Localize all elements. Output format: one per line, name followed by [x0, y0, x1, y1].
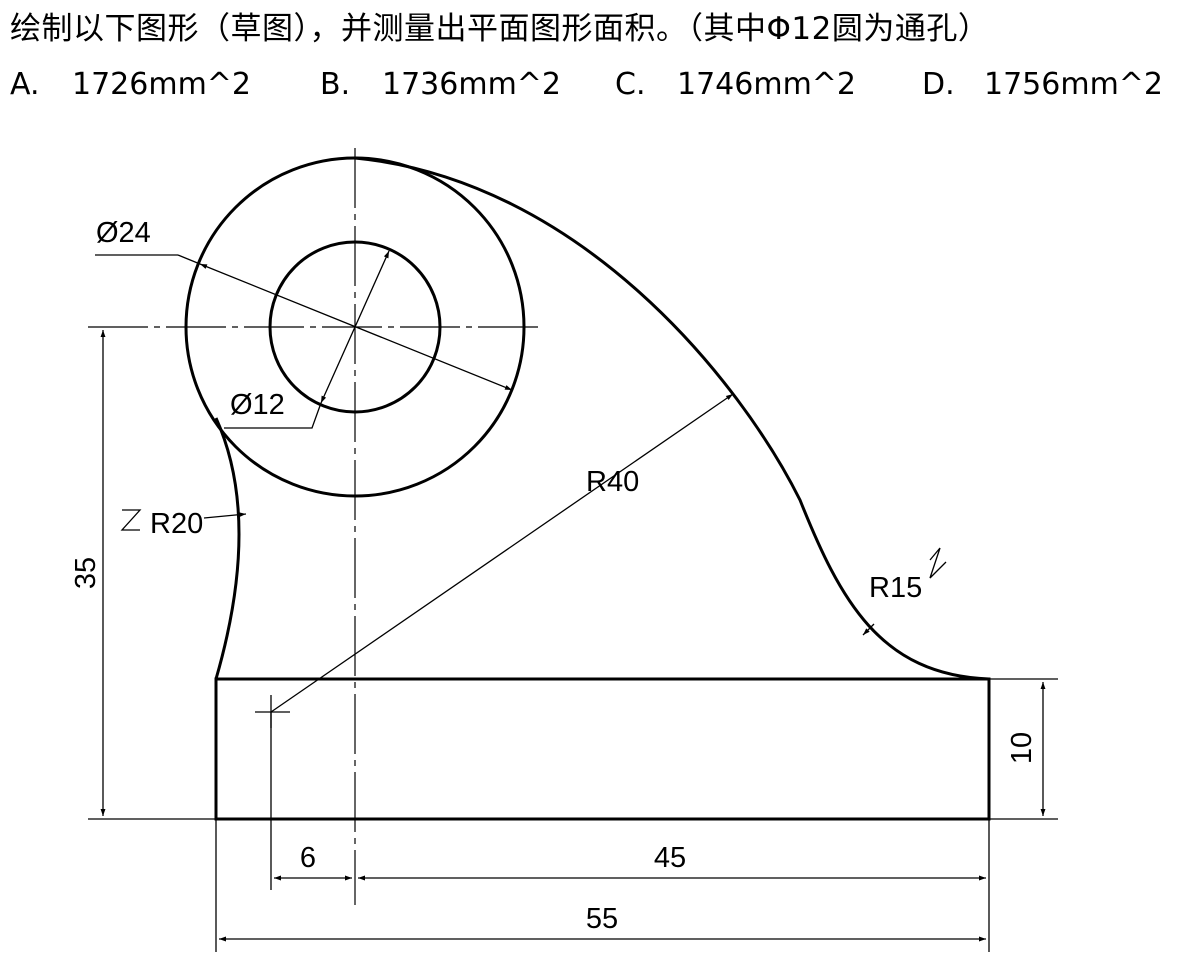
- dimension-labels: Ø24 Ø12 R20 R40 R15 35 10 6 45 55: [70, 217, 1038, 935]
- dimension-lines: [95, 250, 1046, 942]
- dim-inner-diameter-leader: [224, 402, 322, 429]
- option-a-value: 1726mm^2: [72, 67, 252, 102]
- dim-r40-line: [270, 393, 734, 713]
- dim-r15-line: [862, 623, 875, 636]
- option-b-letter: B.: [320, 67, 351, 102]
- option-a[interactable]: A. 1726mm^2: [10, 62, 251, 108]
- left-r20-arc: [214, 417, 241, 680]
- label-radius-large: R40: [586, 466, 639, 498]
- base-rectangle: [214, 677, 991, 821]
- dim-r20-line: [203, 512, 247, 519]
- label-radius-fillet: R15: [869, 572, 922, 604]
- label-base-height: 10: [1006, 732, 1038, 764]
- label-center-to-right: 45: [654, 842, 686, 874]
- dim-inner-diameter-line: [320, 250, 390, 404]
- option-c[interactable]: C. 1746mm^2: [615, 62, 856, 108]
- right-r40-curve: [354, 156, 990, 681]
- extension-lines: [88, 678, 1058, 952]
- option-c-value: 1746mm^2: [677, 67, 857, 102]
- option-d-value: 1756mm^2: [984, 67, 1164, 102]
- label-radius-left: R20: [150, 508, 203, 540]
- option-d[interactable]: D. 1756mm^2: [922, 62, 1163, 108]
- answer-options: A. 1726mm^2 B. 1736mm^2 C. 1746mm^2 D. 1756m…: [10, 62, 1180, 108]
- option-d-letter: D.: [922, 67, 955, 102]
- r20-z-mark: [120, 509, 142, 531]
- label-inner-diameter: Ø12: [230, 389, 285, 421]
- option-a-letter: A.: [10, 67, 40, 102]
- option-b-value: 1736mm^2: [382, 67, 562, 102]
- label-outer-diameter: Ø24: [96, 217, 151, 249]
- label-offset: 6: [300, 842, 316, 874]
- option-c-letter: C.: [615, 67, 646, 102]
- label-total-width: 55: [586, 903, 618, 935]
- question-text: 绘制以下图形（草图），并测量出平面图形面积。（其中Φ12圆为通孔）: [10, 11, 990, 47]
- option-b[interactable]: B. 1736mm^2: [320, 62, 561, 108]
- dim-outer-diameter-leader-2: [177, 254, 201, 265]
- label-height: 35: [70, 557, 102, 589]
- r15-z-mark: [929, 547, 947, 579]
